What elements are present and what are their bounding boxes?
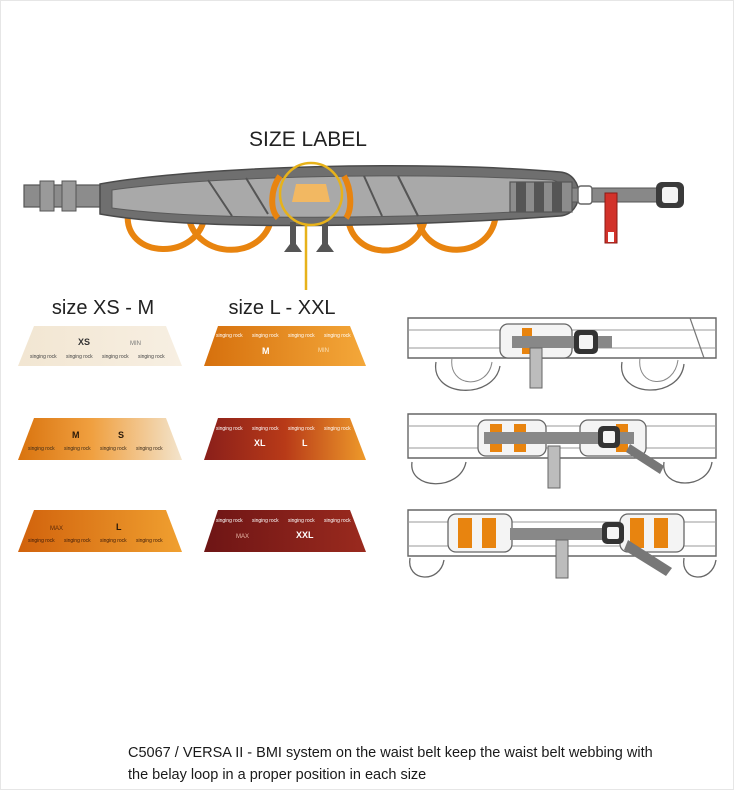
- svg-text:singing rock: singing rock: [28, 538, 55, 544]
- svg-text:XL: XL: [254, 438, 266, 448]
- svg-text:singing rock: singing rock: [288, 333, 315, 339]
- belt-adjust-large: [407, 509, 717, 579]
- svg-text:singing rock: singing rock: [216, 333, 243, 339]
- svg-text:singing rock: singing rock: [28, 446, 55, 452]
- svg-text:singing rock: singing rock: [138, 354, 165, 360]
- waist-belt-top: [23, 165, 684, 254]
- caption-line-1: C5067 / VERSA II - BMI system on the wai…: [128, 745, 653, 761]
- svg-text:singing rock: singing rock: [64, 538, 91, 544]
- svg-text:MIN: MIN: [130, 341, 141, 347]
- svg-text:singing rock: singing rock: [324, 426, 351, 432]
- svg-text:singing rock: singing rock: [30, 354, 57, 360]
- svg-text:L: L: [116, 522, 122, 532]
- svg-text:singing rock: singing rock: [216, 518, 243, 524]
- svg-text:XS: XS: [78, 337, 90, 347]
- size-label-title: SIZE LABEL: [249, 128, 367, 151]
- caption-line-2: the belay loop in a proper position in e…: [128, 767, 427, 783]
- svg-text:singing rock: singing rock: [288, 426, 315, 432]
- belt-adjust-small: [407, 317, 717, 391]
- label-max-l: MAX L singing rock singing rock singing …: [18, 510, 182, 552]
- belt-adjust-medium: [407, 413, 717, 489]
- svg-text:singing rock: singing rock: [324, 333, 351, 339]
- svg-text:singing rock: singing rock: [324, 518, 351, 524]
- svg-text:MAX: MAX: [236, 534, 249, 540]
- svg-text:singing rock: singing rock: [136, 446, 163, 452]
- label-m-large: singing rock singing rock singing rock s…: [204, 326, 366, 366]
- label-max-xxl: singing rock singing rock singing rock s…: [204, 510, 366, 552]
- svg-text:singing rock: singing rock: [288, 518, 315, 524]
- label-xl-l: singing rock singing rock singing rock s…: [204, 418, 366, 460]
- svg-text:singing rock: singing rock: [64, 446, 91, 452]
- svg-text:singing rock: singing rock: [66, 354, 93, 360]
- svg-text:singing rock: singing rock: [100, 446, 127, 452]
- svg-text:singing rock: singing rock: [100, 538, 127, 544]
- label-xs: XS MIN singing rock singing rock singing…: [18, 326, 182, 366]
- svg-text:singing rock: singing rock: [252, 426, 279, 432]
- svg-text:L: L: [302, 438, 308, 448]
- svg-text:M: M: [262, 346, 270, 356]
- group-heading-small: size XS - M: [52, 297, 154, 319]
- svg-text:singing rock: singing rock: [216, 426, 243, 432]
- svg-text:MAX: MAX: [50, 526, 63, 532]
- label-m-s: M S singing rock singing rock singing ro…: [18, 418, 182, 460]
- svg-text:singing rock: singing rock: [102, 354, 129, 360]
- svg-text:M: M: [72, 430, 80, 440]
- svg-text:MIN: MIN: [318, 348, 329, 354]
- svg-text:singing rock: singing rock: [136, 538, 163, 544]
- svg-text:S: S: [118, 430, 124, 440]
- group-heading-large: size L - XXL: [228, 297, 335, 319]
- svg-text:singing rock: singing rock: [252, 333, 279, 339]
- svg-text:singing rock: singing rock: [252, 518, 279, 524]
- size-label-callout: [278, 161, 344, 290]
- svg-text:XXL: XXL: [296, 530, 314, 540]
- caption: C5067 / VERSA II - BMI system on the wai…: [128, 742, 718, 786]
